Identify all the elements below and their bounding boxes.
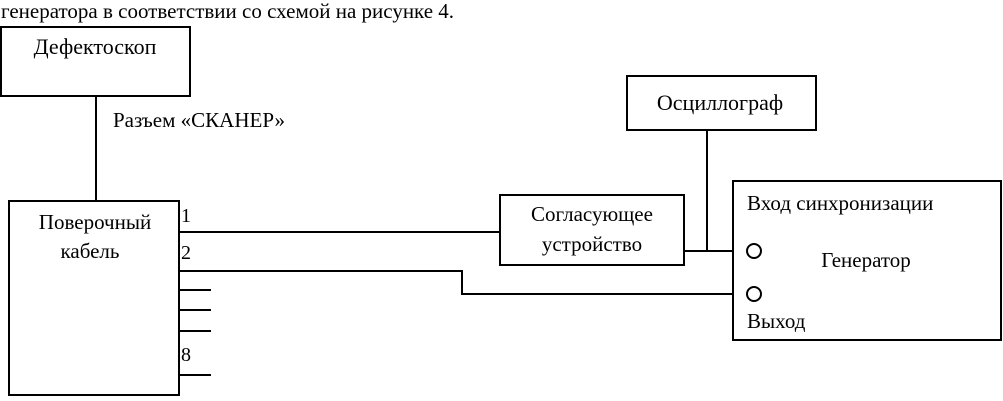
generator-label: Генератор: [821, 248, 911, 272]
pin-2-wire: [179, 270, 746, 295]
generator-box: [732, 180, 1002, 341]
pin-2-label: 2: [181, 242, 191, 264]
oscillograph-label: Осциллограф: [657, 90, 783, 115]
defectoscope-node: Дефектоскоп: [0, 26, 191, 97]
matching-device-label-line2: устройство: [542, 232, 642, 256]
sync-input-label: Вход синхронизации: [747, 191, 933, 215]
output-label: Выход: [747, 309, 806, 333]
test-cable-node: Поверочный кабель: [8, 200, 180, 396]
intro-text: генератора в соответствии со схемой на р…: [1, 0, 454, 23]
pin-1-label: 1: [181, 205, 191, 227]
test-cable-label-line1: Поверочный: [39, 210, 151, 234]
matching-device-node: Согласующее устройство: [499, 194, 685, 266]
defectoscope-box: [0, 26, 191, 97]
pin-8-label: 8: [181, 344, 191, 366]
output-port: [746, 286, 762, 302]
matching-device-label-line1: Согласующее: [531, 202, 653, 226]
defectoscope-label: Дефектоскоп: [34, 34, 157, 59]
connector-label: Разъем «СКАНЕР»: [113, 108, 285, 132]
generator-node: Вход синхронизации Генератор Выход: [732, 180, 1002, 341]
sync-input-port: [746, 243, 762, 259]
oscillograph-node: Осциллограф: [626, 75, 817, 131]
matching-device-box: [499, 194, 685, 266]
oscillograph-box: [626, 75, 817, 131]
test-cable-box: [8, 200, 180, 396]
test-cable-label-line2: кабель: [61, 239, 120, 263]
